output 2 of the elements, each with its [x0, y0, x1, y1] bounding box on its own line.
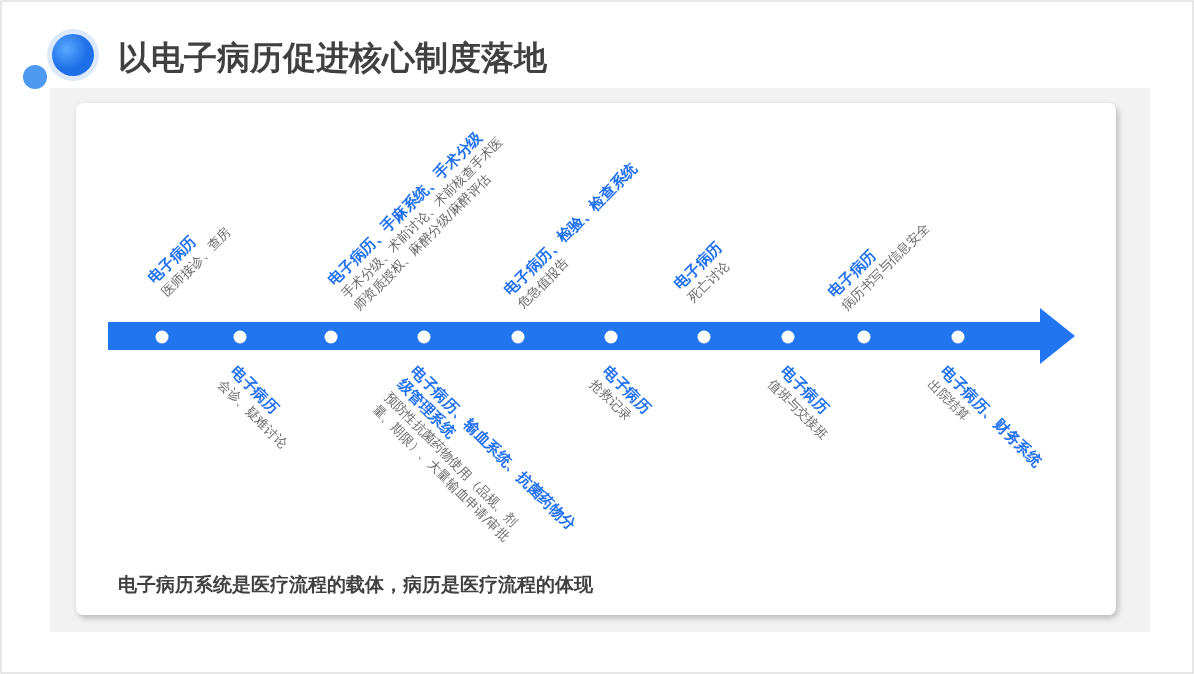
caption: 电子病历系统是医疗流程的载体，病历是医疗流程的体现: [118, 572, 593, 597]
title: 以电子病历促进核心制度落地: [118, 37, 547, 79]
